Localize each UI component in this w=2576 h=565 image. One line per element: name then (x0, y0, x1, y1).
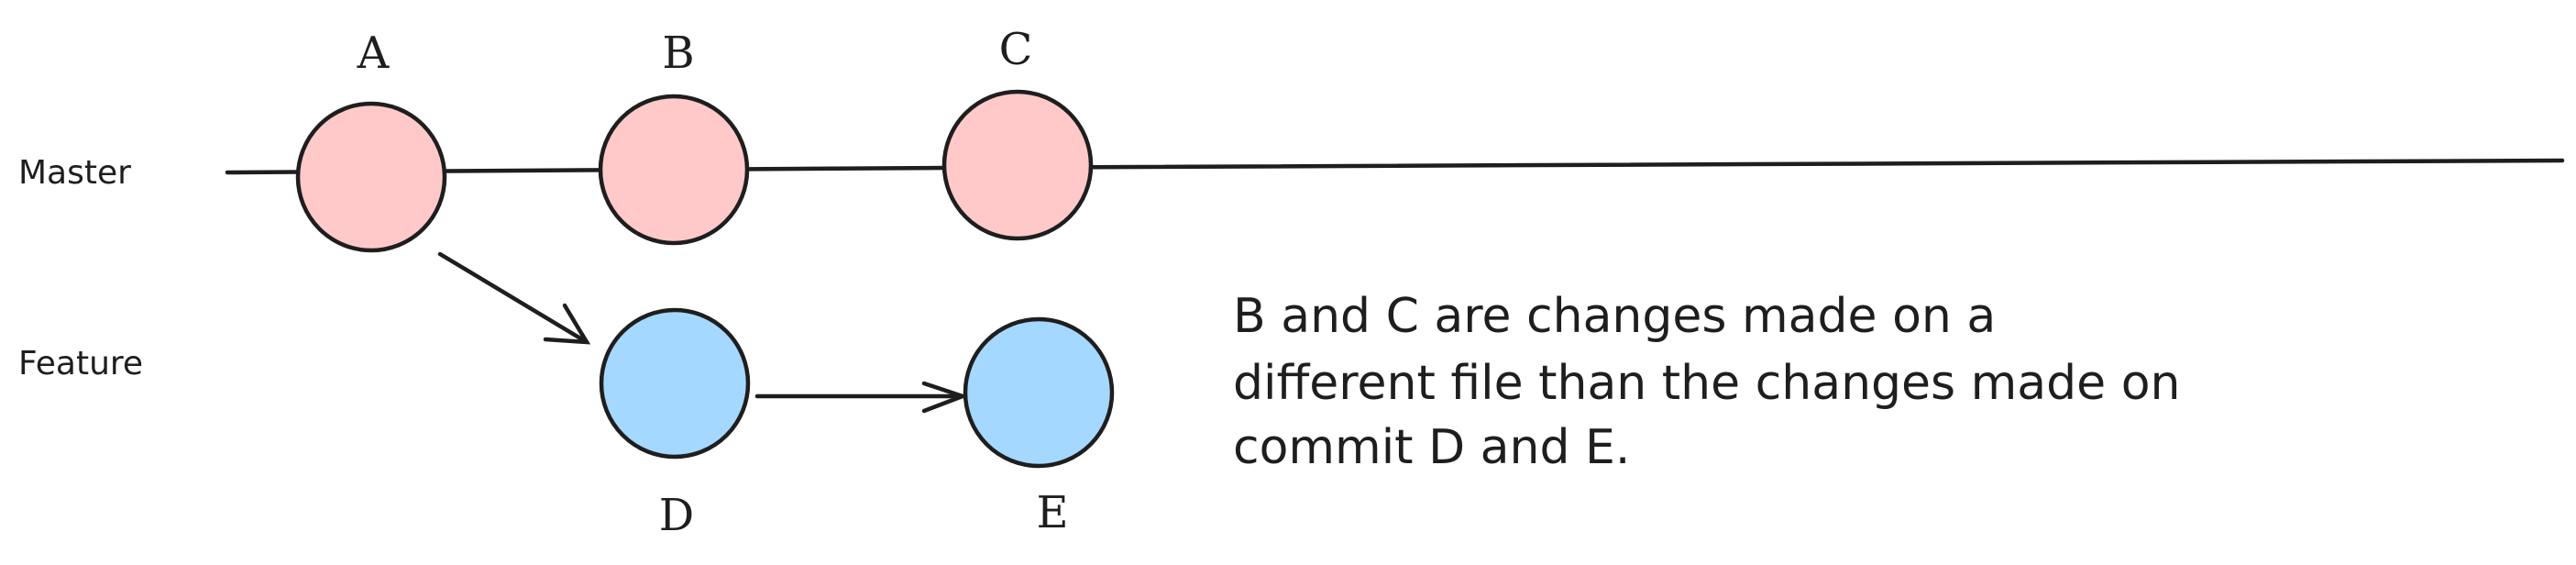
master-branch-label: Master (18, 154, 131, 192)
commit-b-node (598, 94, 750, 246)
commit-d-label: D (659, 490, 694, 541)
commit-a-node (295, 101, 447, 253)
commit-d-node (599, 307, 751, 460)
arrow-a-to-d-head (543, 303, 591, 345)
note-line-2: different file than the changes made on (1233, 356, 2180, 411)
master-branch-line (225, 158, 2565, 175)
commit-c-node (941, 89, 1094, 241)
arrow-d-to-e-head (921, 381, 969, 414)
commit-c-label: C (999, 24, 1033, 75)
commit-e-node (963, 316, 1115, 469)
annotation-note: B and C are changes made on a different … (1233, 289, 2180, 475)
commit-e-label: E (1036, 487, 1068, 538)
note-line-1: B and C are changes made on a (1233, 289, 1996, 344)
commit-b-label: B (662, 28, 694, 79)
feature-branch-label: Feature (18, 345, 143, 382)
arrow-a-to-d (437, 251, 589, 345)
commit-a-label: A (357, 28, 391, 79)
note-line-3: commit D and E. (1233, 420, 1630, 475)
